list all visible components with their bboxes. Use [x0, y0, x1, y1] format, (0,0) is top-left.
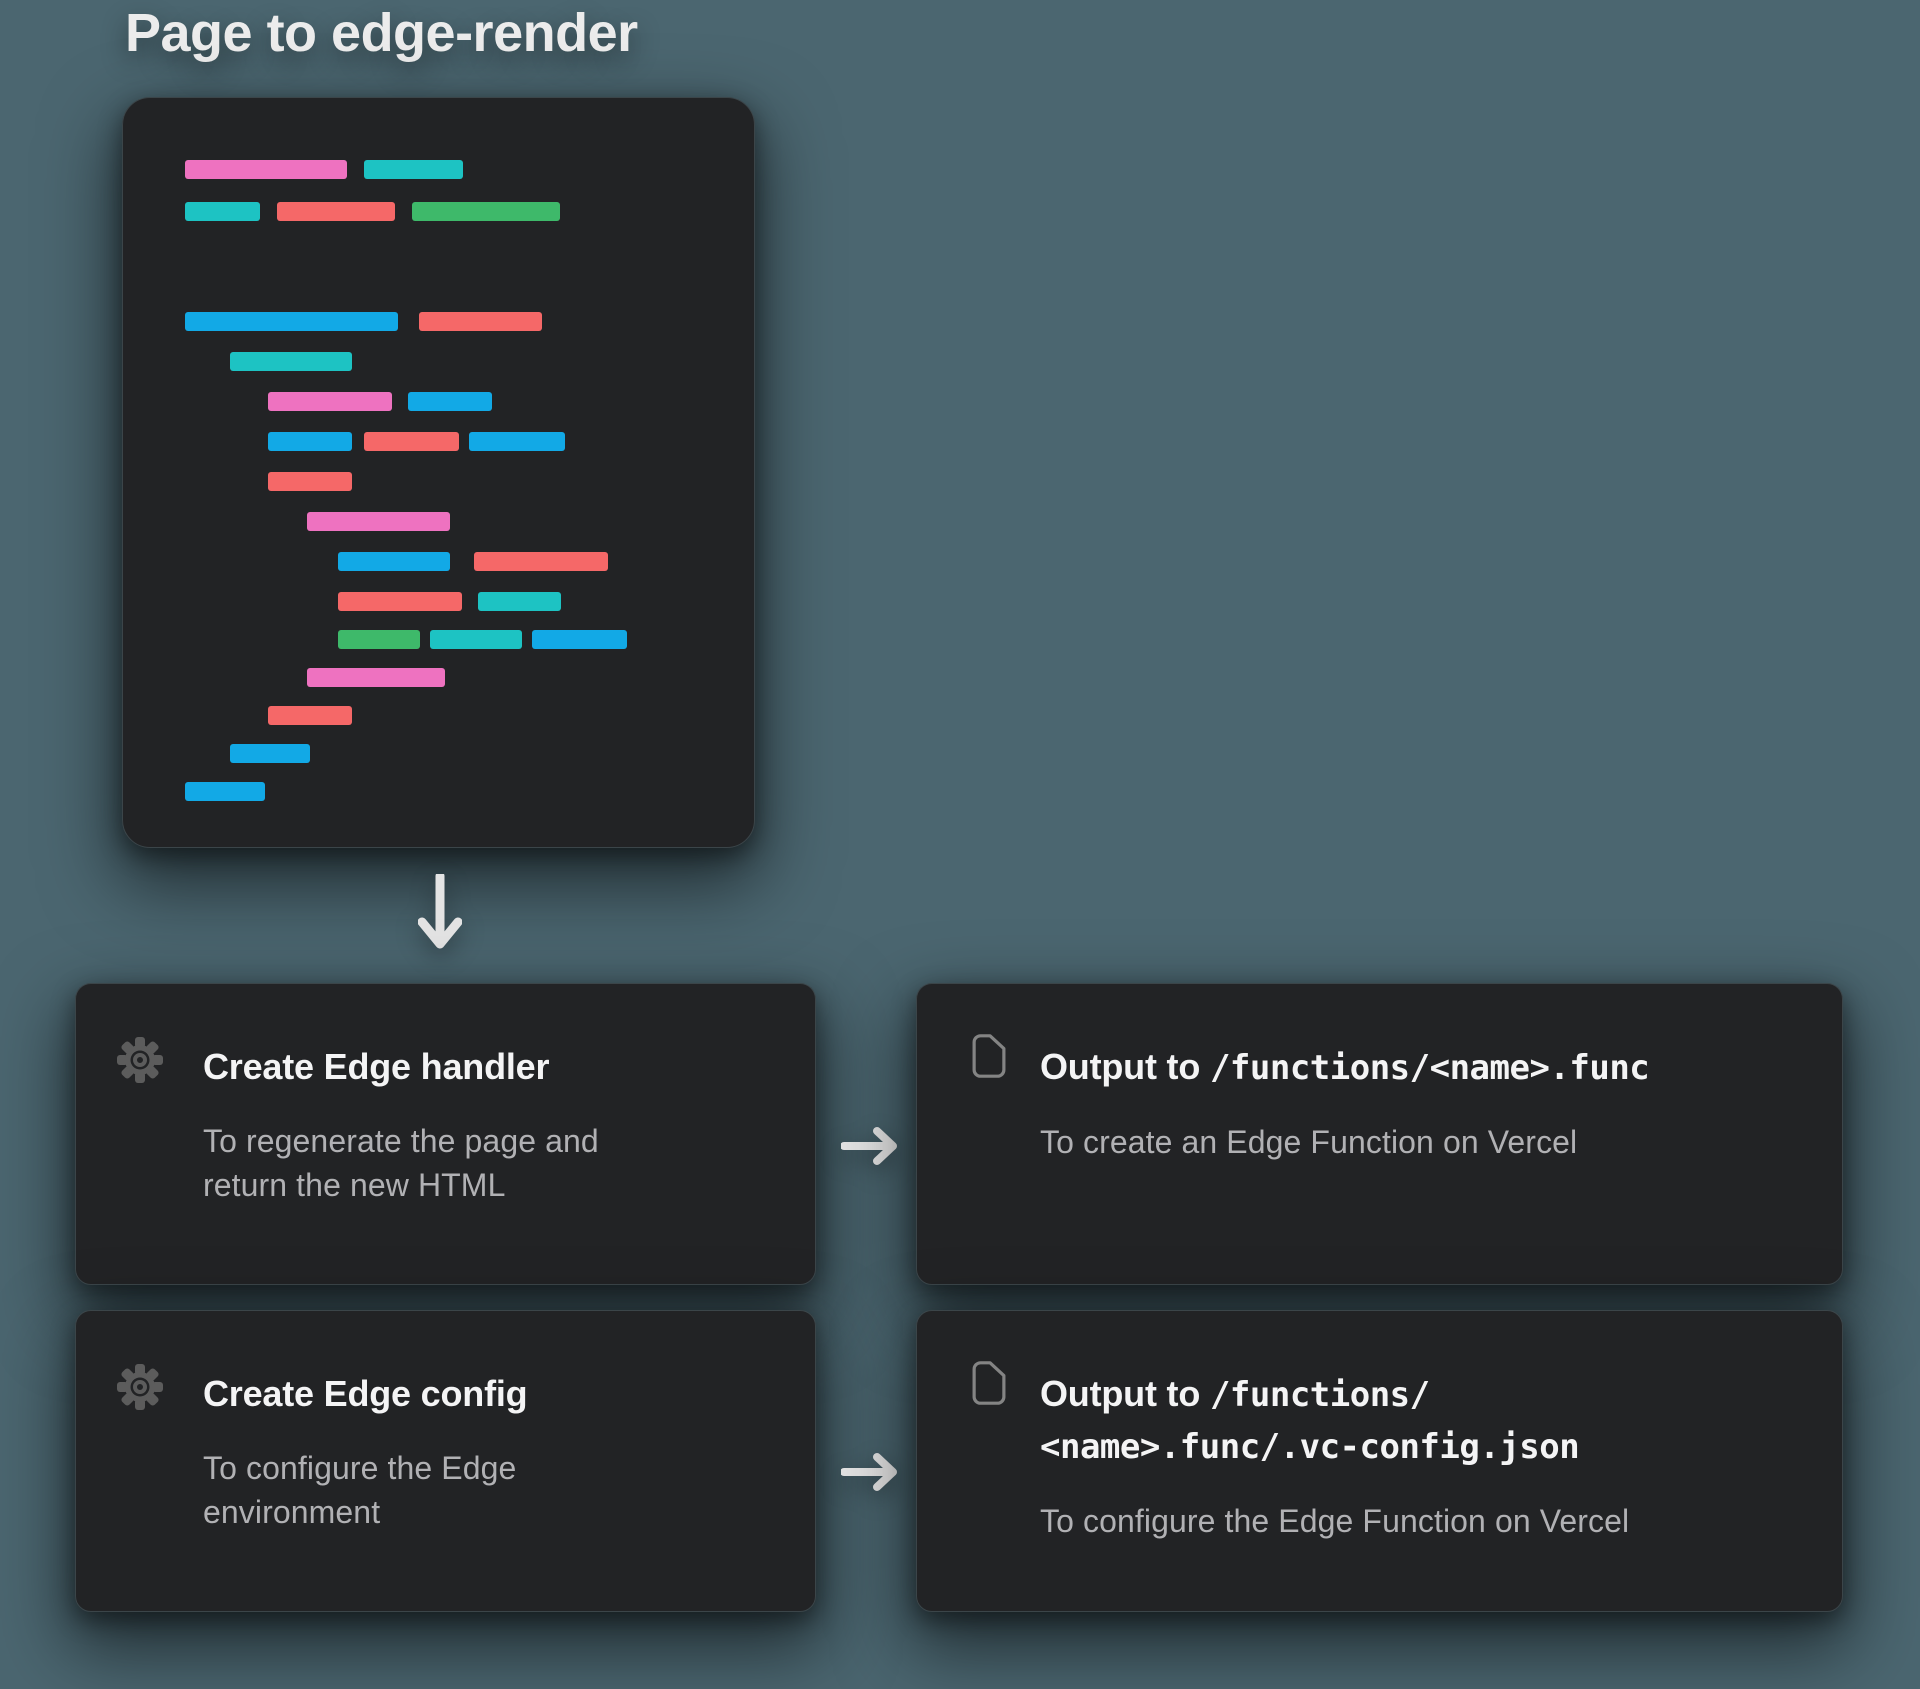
file-icon — [972, 1360, 1006, 1411]
down-arrow-icon — [418, 874, 462, 949]
code-bar — [185, 202, 260, 221]
code-bar — [185, 782, 265, 801]
code-bar — [419, 312, 542, 331]
gear-icon — [117, 1364, 163, 1415]
code-bar — [307, 512, 450, 531]
card-title: Create Edge config — [203, 1373, 528, 1414]
code-bar — [268, 432, 352, 451]
code-bar — [185, 160, 347, 179]
code-bar — [532, 630, 627, 649]
code-bar — [268, 706, 352, 725]
card-title: Output to /functions/<name>.func/.vc-con… — [1040, 1373, 1580, 1467]
card-create-edge-handler: Create Edge handler To regenerate the pa… — [75, 983, 816, 1285]
gear-icon — [117, 1037, 163, 1088]
code-bar — [230, 352, 352, 371]
code-editor-panel — [122, 97, 755, 848]
code-bar — [185, 312, 398, 331]
code-bar — [478, 592, 561, 611]
code-bar — [268, 392, 392, 411]
right-arrow-icon — [841, 1127, 897, 1165]
file-icon — [972, 1033, 1006, 1084]
code-bar — [277, 202, 395, 221]
code-bar — [412, 202, 560, 221]
card-output-config: Output to /functions/<name>.func/.vc-con… — [916, 1310, 1843, 1612]
code-bar — [430, 630, 522, 649]
code-bar — [230, 744, 310, 763]
right-arrow-icon — [841, 1453, 897, 1491]
code-bar — [469, 432, 565, 451]
card-title: Create Edge handler — [203, 1046, 550, 1087]
code-bar — [338, 592, 462, 611]
code-bar — [474, 552, 608, 571]
card-title: Output to /functions/<name>.func — [1040, 1046, 1650, 1088]
card-subtitle: To configure the Edge Function on Vercel — [1040, 1503, 1630, 1539]
card-output-func: Output to /functions/<name>.func To crea… — [916, 983, 1843, 1285]
code-bar — [364, 432, 459, 451]
page-title: Page to edge-render — [125, 3, 638, 63]
code-bar — [364, 160, 463, 179]
code-bar — [338, 552, 450, 571]
code-bar — [268, 472, 352, 491]
code-bar — [408, 392, 492, 411]
code-bar — [338, 630, 420, 649]
card-subtitle: To create an Edge Function on Vercel — [1040, 1124, 1578, 1160]
code-bar — [307, 668, 445, 687]
card-create-edge-config: Create Edge config To configure the Edge… — [75, 1310, 816, 1612]
